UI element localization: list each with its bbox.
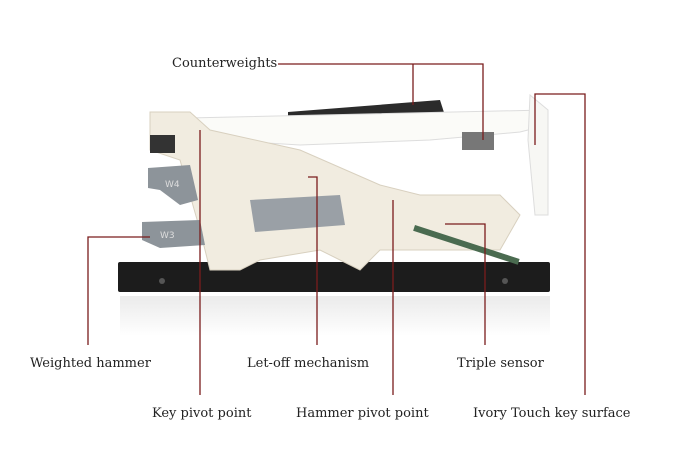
label-triple-sensor: Triple sensor — [457, 356, 544, 371]
leader-triple-sensor — [445, 223, 486, 345]
key-front — [527, 93, 549, 216]
label-hammer-pivot: Hammer pivot point — [296, 406, 429, 421]
leader-ivory-touch — [534, 93, 586, 395]
hammer-weight-w3 — [142, 220, 205, 248]
weight-mark: W3 — [160, 231, 175, 241]
reflection — [120, 296, 550, 336]
screw-icon — [502, 278, 508, 284]
hammer-weight-w4 — [148, 165, 198, 205]
leader-counterweights — [278, 63, 484, 140]
leader-weighted-hammer — [87, 236, 150, 345]
felt — [150, 135, 175, 153]
label-ivory-touch: Ivory Touch key surface — [473, 406, 631, 421]
label-weighted-hammer: Weighted hammer — [30, 356, 151, 371]
label-key-pivot: Key pivot point — [152, 406, 252, 421]
label-counterweights: Counterweights — [172, 56, 278, 71]
leader-lines — [87, 63, 586, 395]
key-counterweight — [462, 132, 494, 150]
weight-insert — [250, 195, 345, 232]
screw-icon — [159, 278, 165, 284]
sensor-board — [413, 225, 520, 265]
weight-mark: W4 — [165, 180, 180, 190]
leader-let-off — [308, 176, 318, 345]
label-let-off: Let-off mechanism — [247, 356, 370, 371]
